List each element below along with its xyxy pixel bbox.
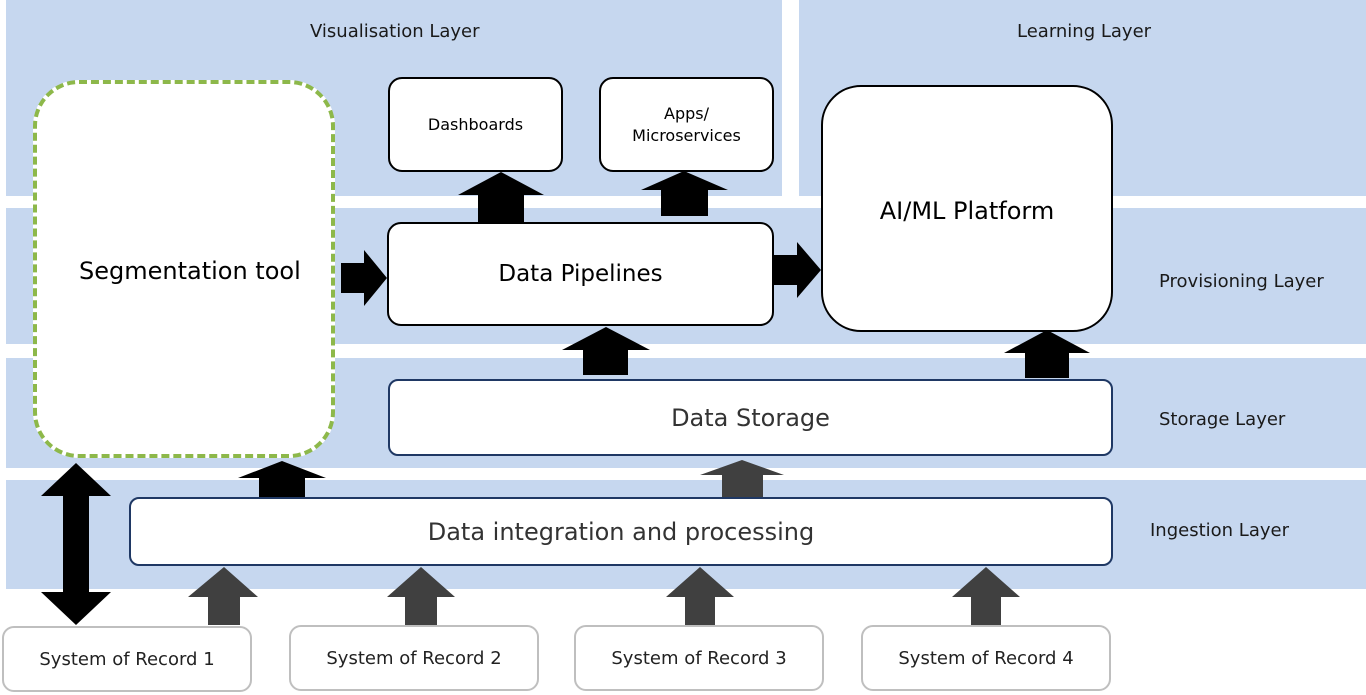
data-integration-box[interactable]: Data integration and processing xyxy=(129,497,1113,566)
arrow-bidirectional-segmentation-sor1 xyxy=(41,463,111,625)
data-pipelines-label: Data Pipelines xyxy=(498,261,663,287)
arrow-storage-to-pipelines xyxy=(562,327,650,375)
apps-label-line2: Microservices xyxy=(632,125,741,145)
system-of-record-4-label: System of Record 4 xyxy=(898,647,1074,669)
arrow-integration-to-segmentation xyxy=(238,461,326,497)
segmentation-tool[interactable]: Segmentation tool xyxy=(33,80,335,458)
apps-microservices-box[interactable]: Apps/ Microservices xyxy=(599,77,774,172)
arrow-integration-to-storage xyxy=(700,460,784,497)
arrow-sor3-to-integration xyxy=(666,567,734,625)
system-of-record-1[interactable]: System of Record 1 xyxy=(2,626,252,692)
ai-ml-platform-box[interactable]: AI/ML Platform xyxy=(821,85,1113,332)
ai-ml-platform-label: AI/ML Platform xyxy=(879,197,1055,225)
arrow-sor1-to-integration xyxy=(188,567,258,625)
data-integration-label: Data integration and processing xyxy=(427,517,815,546)
apps-label-line1: Apps/ xyxy=(664,103,709,123)
system-of-record-3-label: System of Record 3 xyxy=(611,647,787,669)
ingestion-layer-label: Ingestion Layer xyxy=(1150,520,1289,541)
storage-layer-label: Storage Layer xyxy=(1159,409,1286,430)
system-of-record-4[interactable]: System of Record 4 xyxy=(861,625,1111,691)
dashboards-label: Dashboards xyxy=(427,115,524,134)
system-of-record-3[interactable]: System of Record 3 xyxy=(574,625,824,691)
provisioning-layer-label: Provisioning Layer xyxy=(1159,271,1324,292)
segmentation-tool-label: Segmentation tool xyxy=(79,257,301,285)
data-pipelines-box[interactable]: Data Pipelines xyxy=(387,222,774,326)
arrow-pipelines-to-apps xyxy=(641,171,728,216)
system-of-record-2[interactable]: System of Record 2 xyxy=(289,625,539,691)
arrow-sor2-to-integration xyxy=(387,567,455,625)
arrow-pipelines-to-dashboards xyxy=(458,172,544,222)
visualisation-layer-label: Visualisation Layer xyxy=(310,21,480,42)
system-of-record-2-label: System of Record 2 xyxy=(326,647,502,669)
arrow-sor4-to-integration xyxy=(952,567,1020,625)
system-of-record-1-label: System of Record 1 xyxy=(39,648,215,670)
data-storage-box[interactable]: Data Storage xyxy=(388,379,1113,456)
learning-layer-label: Learning Layer xyxy=(1017,21,1152,42)
arrow-storage-to-aiml xyxy=(1004,330,1090,378)
dashboards-box[interactable]: Dashboards xyxy=(388,77,563,172)
arrow-segmentation-to-pipelines xyxy=(341,250,387,306)
arrow-pipelines-to-aiml xyxy=(774,242,821,298)
data-storage-label: Data Storage xyxy=(671,403,830,432)
